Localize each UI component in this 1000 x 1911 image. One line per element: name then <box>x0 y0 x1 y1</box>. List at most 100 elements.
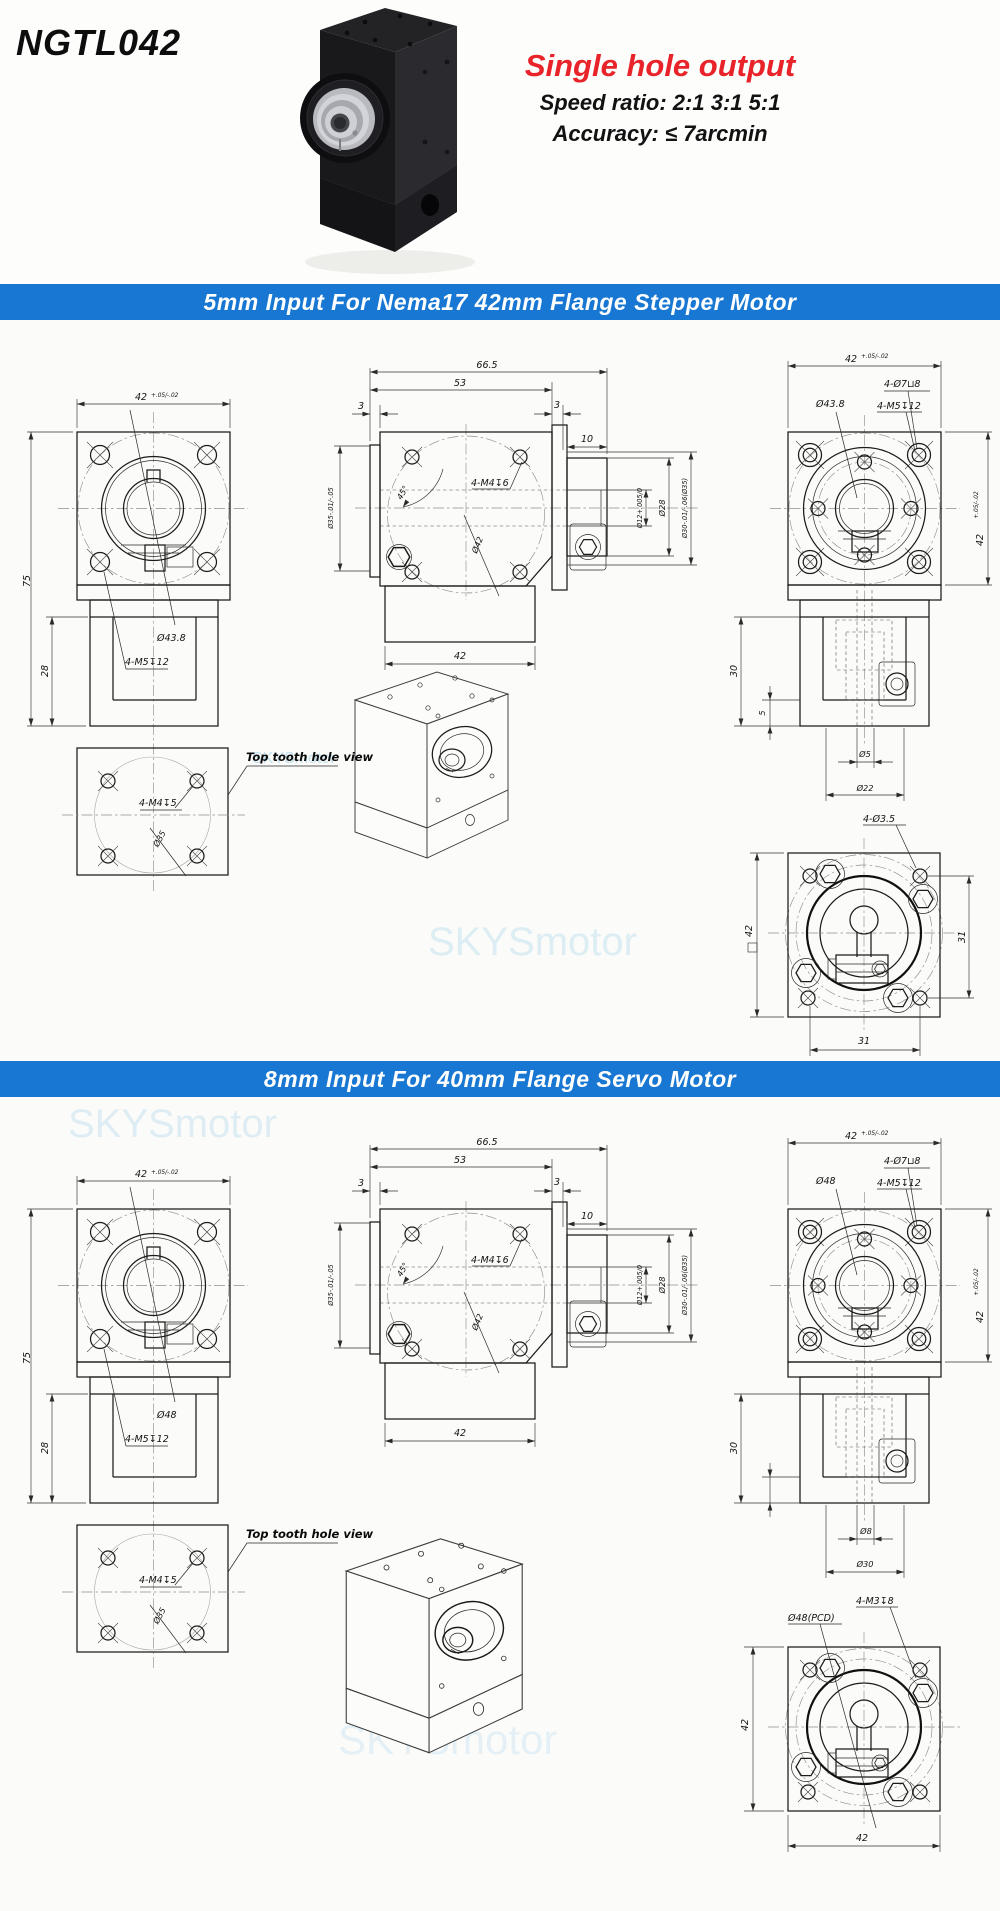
dim-output-hub: Ø30 <box>856 1559 874 1569</box>
box-top-face <box>320 8 457 52</box>
dim-flange-width-tol: +.05/-.02 <box>151 393 179 399</box>
dim-pitch-bottom: 31 <box>858 1036 870 1047</box>
dim-flange-width: 42 <box>135 392 147 403</box>
label-pcd: Ø48(PCD) <box>787 1613 835 1624</box>
dim-flange-width-tol: +.05/-.02 <box>151 1170 179 1176</box>
dim-output-width-tol: +.05/-.02 <box>861 354 889 360</box>
dim-foot: 28 <box>40 665 51 677</box>
dim-boss-length: 10 <box>581 1211 593 1222</box>
banner-stepper-label: 5mm Input For Nema17 42mm Flange Stepper… <box>203 288 797 315</box>
label-bottom-screws: 4-M3↧8 <box>856 1596 894 1607</box>
header: NGTL042 <box>0 0 1000 284</box>
dim-edge-left: 3 <box>358 1178 364 1189</box>
dim-base-width: 42 <box>454 1428 466 1439</box>
dim-edge-left: 3 <box>358 401 364 412</box>
stepper-tooth-labels: 4-M4↧5 Ø35 Top tooth hole view <box>139 750 374 849</box>
servo-output-labels: Ø48 4-Ø7⊔8 4-M5↧12 42 +.05/-.02 42 +.05/… <box>729 1131 986 1569</box>
dim-bottom-side: 42 <box>740 1719 751 1731</box>
label-gear-dia: Ø42 <box>469 535 485 555</box>
stepper-drawings: 42 +.05/-.02 75 28 Ø43.8 4-M5↧12 4-M4↧5 … <box>22 354 1000 1056</box>
dim-edge-right: 3 <box>554 400 560 411</box>
dim-pitch-right: 31 <box>957 931 968 943</box>
servo-drawings: 42 +.05/-.02 75 28 Ø48 4-M5↧12 4-M4↧5 Ø3… <box>22 1131 1000 1852</box>
servo-bottom-labels: Ø48(PCD) 4-M3↧8 42 42 <box>740 1596 941 1852</box>
dim-output-height: 42 <box>975 1311 986 1323</box>
stepper-output-labels: Ø43.8 4-Ø7⊔8 4-M5↧12 42 +.05/-.02 42 +.0… <box>729 354 986 793</box>
dim-output-shaft: Ø8 <box>859 1526 872 1536</box>
label-side-screws: 4-M4↧6 <box>471 1255 509 1266</box>
stepper-bottom-labels: 4-Ø3.5 42 31 31 <box>744 814 974 1056</box>
photo-shadow <box>305 250 475 274</box>
dim-pilot: Ø35-.01/-.05 <box>327 1264 335 1307</box>
dim-output-height-tol: +.05/-.02 <box>974 491 980 519</box>
dim-bottom-side: 42 <box>744 925 755 937</box>
dim-foot: 28 <box>40 1442 51 1454</box>
label-bore: Ø43.8 <box>156 633 186 644</box>
dim-flange-width: 42 <box>135 1169 147 1180</box>
label-screws: 4-M5↧12 <box>125 657 169 668</box>
dim-total-length: 66.5 <box>476 360 497 371</box>
model-title: NGTL042 <box>16 22 182 63</box>
dim-height: 75 <box>22 1352 33 1364</box>
caption-tooth-view: Top tooth hole view <box>246 750 374 764</box>
dim-pilot: Ø35-.01/-.05 <box>327 487 335 530</box>
dim-output-width-tol: +.05/-.02 <box>861 1131 889 1137</box>
dim-depth: 30 <box>729 665 740 677</box>
dim-hub-dia: Ø28 <box>657 500 667 518</box>
servo-iso-view <box>345 1538 523 1754</box>
dim-output-hub: Ø22 <box>856 783 874 793</box>
dim-boss-dia: Ø30-.01/-.06(Ø35) <box>681 478 689 539</box>
box-right-face <box>395 26 457 205</box>
base-front-face <box>320 178 395 252</box>
dim-angle: 45° <box>394 484 410 502</box>
servo-front-view <box>27 1176 248 1669</box>
servo-output-view <box>734 1138 992 1578</box>
stepper-bottom-view <box>768 838 960 1032</box>
banner-stepper: 5mm Input For Nema17 42mm Flange Stepper… <box>0 284 1000 320</box>
label-output-boss: Ø43.8 <box>815 399 845 410</box>
stepper-tooth-view <box>62 748 338 876</box>
label-output-boss: Ø48 <box>815 1176 836 1187</box>
label-bottom-holes: 4-Ø3.5 <box>863 814 895 825</box>
label-screws: 4-M5↧12 <box>125 1434 169 1445</box>
stepper-iso-view <box>354 671 509 859</box>
label-gear-dia: Ø42 <box>469 1312 485 1332</box>
dim-bottom-width: 42 <box>856 1833 868 1844</box>
dim-body-length: 53 <box>454 1155 466 1166</box>
label-cbore: 4-Ø7⊔8 <box>884 1156 920 1167</box>
stepper-side-labels: 66.5 53 3 3 10 45° 4-M4↧6 Ø42 Ø35-.01/-.… <box>327 360 689 662</box>
servo-tooth-labels: 4-M4↧5 Ø35 Top tooth hole view <box>139 1527 374 1626</box>
caption-tooth-view: Top tooth hole view <box>246 1527 374 1541</box>
servo-bottom-view <box>768 1632 960 1826</box>
dim-hub-dia: Ø28 <box>657 1277 667 1295</box>
dim-output-shaft: Ø5 <box>858 749 871 759</box>
dim-output-height: 42 <box>975 534 986 546</box>
label-output-screws: 4-M5↧12 <box>877 401 921 412</box>
highlight-text: Single hole output <box>524 48 796 83</box>
output-shaft <box>300 73 390 163</box>
stepper-front-labels: 42 +.05/-.02 75 28 Ø43.8 4-M5↧12 <box>22 392 186 677</box>
label-bore: Ø48 <box>156 1410 177 1421</box>
label-tooth-screws: 4-M4↧5 <box>139 1575 177 1586</box>
top-screw-holes <box>344 13 433 47</box>
label-tooth-screws: 4-M4↧5 <box>139 798 177 809</box>
dim-shaft-dia: Ø12+.005/0 <box>636 488 644 529</box>
servo-tooth-view <box>62 1525 338 1653</box>
dim-output-width: 42 <box>845 1131 857 1142</box>
stepper-output-view <box>734 361 992 801</box>
dim-angle: 45° <box>394 1261 410 1279</box>
label-output-screws: 4-M5↧12 <box>877 1178 921 1189</box>
dim-output-height-tol: +.05/-.02 <box>974 1268 980 1296</box>
dim-total-length: 66.5 <box>476 1137 497 1148</box>
banner-servo: 8mm Input For 40mm Flange Servo Motor <box>0 1061 1000 1097</box>
dim-body-length: 53 <box>454 378 466 389</box>
dim-boss-length: 10 <box>581 434 593 445</box>
label-side-screws: 4-M4↧6 <box>471 478 509 489</box>
servo-side-view <box>334 1145 700 1447</box>
stepper-front-view <box>27 399 248 892</box>
side-screw-holes <box>422 59 450 155</box>
dim-depth: 30 <box>729 1442 740 1454</box>
accuracy-text: Accuracy: ≤ 7arcmin <box>552 121 768 146</box>
dim-boss-dia: Ø30-.01/-.06(Ø35) <box>681 1255 689 1316</box>
